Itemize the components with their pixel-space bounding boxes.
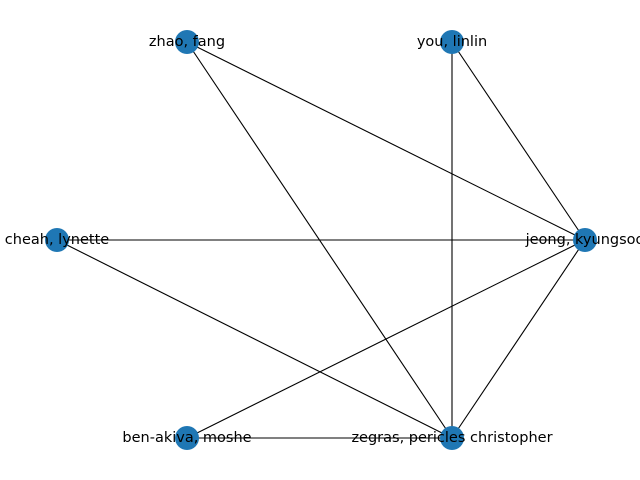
- edge-jeong-zegras: [451, 239, 586, 439]
- node-benakiva: [175, 426, 199, 450]
- edge-you-jeong: [451, 41, 586, 241]
- edge-zhao-jeong: [186, 41, 586, 241]
- node-zegras: [440, 426, 464, 450]
- node-you: [440, 30, 464, 54]
- edge-jeong-benakiva: [186, 239, 586, 439]
- node-cheah: [45, 228, 69, 252]
- node-label-benakiva: ben-akiva, moshe: [122, 430, 251, 446]
- node-zhao: [175, 30, 199, 54]
- edges-layer: [56, 41, 586, 439]
- node-jeong: [573, 228, 597, 252]
- nodes-layer: [45, 30, 597, 450]
- node-label-jeong: jeong, kyungsoo: [525, 232, 640, 248]
- node-label-you: you, linlin: [417, 34, 487, 50]
- edge-cheah-zegras: [56, 239, 453, 439]
- node-label-zegras: zegras, pericles christopher: [351, 430, 552, 446]
- labels-layer: zhao, fang you, linlin cheah, lynette jeong…: [5, 34, 640, 446]
- node-label-zhao: zhao, fang: [149, 34, 225, 50]
- node-label-cheah: cheah, lynette: [5, 232, 109, 248]
